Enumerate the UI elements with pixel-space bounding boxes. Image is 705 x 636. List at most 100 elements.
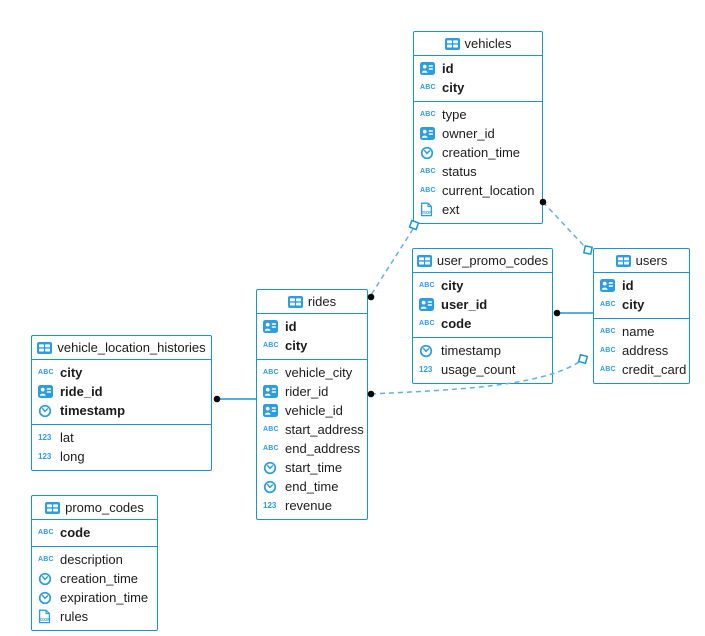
abc-text-icon: ABC xyxy=(263,426,282,433)
field-row-end_time[interactable]: end_time xyxy=(257,477,367,496)
field-row-expiration_time[interactable]: expiration_time xyxy=(32,588,157,607)
field-row-status[interactable]: ABC status xyxy=(414,162,542,181)
id-badge-icon xyxy=(38,385,57,398)
id-badge-icon xyxy=(420,62,439,75)
clock-icon xyxy=(419,344,438,358)
table-grid-icon xyxy=(37,341,53,354)
table-header[interactable]: users xyxy=(594,249,689,273)
abc-text-icon: ABC xyxy=(420,168,439,175)
field-row-creation_time[interactable]: creation_time xyxy=(414,143,542,162)
field-name: name xyxy=(622,324,655,339)
json-doc-icon: JSON xyxy=(38,609,57,624)
table-header[interactable]: user_promo_codes xyxy=(413,249,552,273)
abc-text-icon-glyph: ABC xyxy=(420,168,436,175)
abc-text-icon-glyph: ABC xyxy=(420,187,436,194)
table-title: promo_codes xyxy=(65,500,144,515)
field-name: city xyxy=(442,80,465,95)
field-row-id[interactable]: id xyxy=(594,276,689,295)
field-name: usage_count xyxy=(441,362,516,377)
field-name: creation_time xyxy=(60,571,139,586)
field-row-rider_id[interactable]: rider_id xyxy=(257,382,367,401)
field-name: ride_id xyxy=(60,384,103,399)
table-header[interactable]: rides xyxy=(257,290,367,314)
relationship-line-vehicles-users[interactable] xyxy=(542,201,586,248)
field-row-id[interactable]: id xyxy=(414,59,542,78)
field-name: city xyxy=(285,338,308,353)
field-row-id[interactable]: id xyxy=(257,317,367,336)
field-row-timestamp[interactable]: timestamp xyxy=(413,341,552,360)
field-name: id xyxy=(442,61,454,76)
clock-icon xyxy=(38,572,57,586)
field-row-end_address[interactable]: ABC end_address xyxy=(257,439,367,458)
field-name: city xyxy=(441,278,464,293)
abc-text-icon: ABC xyxy=(38,556,57,563)
abc-text-icon-glyph: ABC xyxy=(263,426,279,433)
field-row-start_time[interactable]: start_time xyxy=(257,458,367,477)
relationship-dot-endpoint xyxy=(367,293,375,301)
abc-text-icon: ABC xyxy=(263,369,282,376)
abc-text-icon: ABC xyxy=(263,342,282,349)
field-name: rider_id xyxy=(285,384,329,399)
field-name: description xyxy=(60,552,123,567)
field-row-user_id[interactable]: user_id xyxy=(413,295,552,314)
field-name: vehicle_id xyxy=(285,403,343,418)
abc-text-icon: ABC xyxy=(419,282,438,289)
field-name: id xyxy=(622,278,634,293)
numeric-123-icon-glyph: 123 xyxy=(419,364,433,374)
abc-text-icon: ABC xyxy=(600,301,619,308)
field-row-timestamp[interactable]: timestamp xyxy=(32,401,211,420)
field-row-vehicle_id[interactable]: vehicle_id xyxy=(257,401,367,420)
field-name: user_id xyxy=(441,297,488,312)
field-row-usage_count[interactable]: 123 usage_count xyxy=(413,360,552,379)
field-row-ride_id[interactable]: ride_id xyxy=(32,382,211,401)
field-row-owner_id[interactable]: owner_id xyxy=(414,124,542,143)
id-badge-icon xyxy=(419,298,438,311)
relationship-line-vehicles-rides[interactable] xyxy=(370,228,414,296)
field-name: status xyxy=(442,164,477,179)
clock-icon xyxy=(38,591,57,605)
field-name: start_time xyxy=(285,460,343,475)
table-header[interactable]: vehicle_location_histories xyxy=(32,336,211,360)
field-name: long xyxy=(60,449,85,464)
table-header[interactable]: vehicles xyxy=(414,32,542,56)
abc-text-icon-glyph: ABC xyxy=(263,445,279,452)
field-row-creation_time[interactable]: creation_time xyxy=(32,569,157,588)
field-name: end_address xyxy=(285,441,361,456)
table-header[interactable]: promo_codes xyxy=(32,496,157,520)
clock-icon xyxy=(263,461,282,475)
relationship-line-rides-users[interactable] xyxy=(370,361,580,395)
table-grid-icon xyxy=(416,254,432,267)
table-grid-icon xyxy=(444,37,460,50)
